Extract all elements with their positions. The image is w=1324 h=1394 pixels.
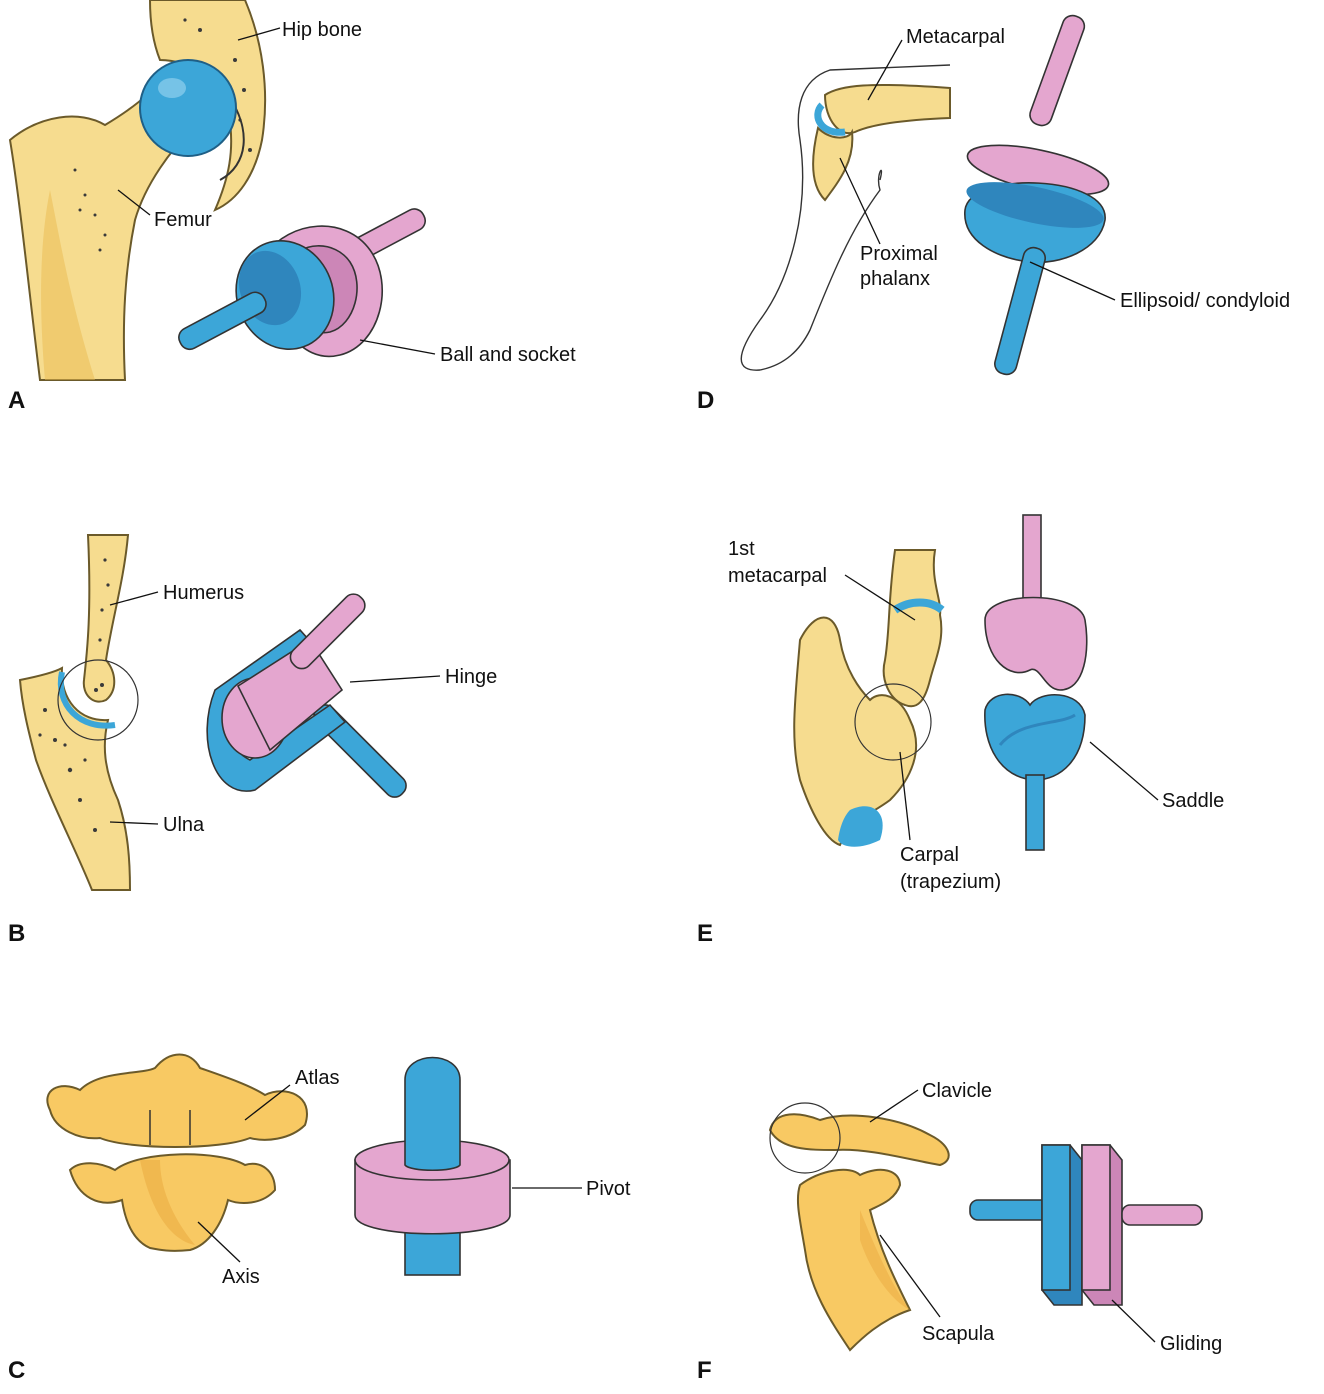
panel-c: Atlas Axis Pivot C (8, 1055, 631, 1385)
label-pivot: Pivot (586, 1178, 631, 1200)
label-ulna: Ulna (163, 814, 205, 836)
label-humerus: Humerus (163, 582, 244, 604)
label-scapula: Scapula (922, 1323, 995, 1345)
label-carpal-line2: (trapezium) (900, 871, 1001, 893)
panel-letter-c: C (8, 1357, 25, 1384)
clavicle-illustration (770, 1114, 949, 1165)
panel-e: 1st metacarpal Carpal (trapezium) Saddle… (697, 515, 1224, 947)
label-1st-metacarpal-line1: 1st (728, 538, 755, 560)
axis-illustration (70, 1154, 275, 1251)
atlas-illustration (47, 1055, 307, 1148)
scapula-illustration (798, 1170, 910, 1350)
label-1st-metacarpal-line2: metacarpal (728, 565, 827, 587)
femoral-head-cartilage (140, 60, 236, 156)
label-saddle: Saddle (1162, 790, 1224, 812)
saddle-model (985, 515, 1087, 850)
label-axis: Axis (222, 1266, 260, 1288)
panel-f: Clavicle Scapula Gliding F (697, 1080, 1222, 1384)
label-hip-bone: Hip bone (282, 19, 362, 41)
label-hinge: Hinge (445, 666, 497, 688)
label-femur: Femur (154, 209, 212, 231)
gliding-model (970, 1145, 1202, 1305)
ellipsoid-model (963, 13, 1113, 377)
label-carpal-line1: Carpal (900, 844, 959, 866)
panel-a: Hip bone Femur Ball and socket A (8, 0, 576, 414)
label-proximal-phalanx-line2: phalanx (860, 268, 930, 290)
panel-b: Humerus Ulna Hinge B (8, 535, 497, 947)
label-proximal-phalanx-line1: Proximal (860, 243, 938, 265)
label-clavicle: Clavicle (922, 1080, 992, 1102)
ulna-illustration (20, 668, 130, 890)
pivot-model (355, 1058, 510, 1276)
ball-and-socket-model (175, 205, 428, 363)
panel-letter-e: E (697, 920, 713, 947)
label-gliding: Gliding (1160, 1333, 1222, 1355)
first-metacarpal-illustration (884, 550, 942, 706)
label-ball-and-socket: Ball and socket (440, 344, 576, 366)
hinge-model (207, 590, 410, 801)
label-atlas: Atlas (295, 1067, 339, 1089)
panel-d: Metacarpal Proximal phalanx Ellipsoid/ c… (697, 13, 1290, 414)
panel-letter-a: A (8, 387, 25, 414)
label-metacarpal: Metacarpal (906, 26, 1005, 48)
panel-letter-d: D (697, 387, 714, 414)
panel-letter-f: F (697, 1357, 712, 1384)
panel-letter-b: B (8, 920, 25, 947)
label-ellipsoid-condyloid: Ellipsoid/ condyloid (1120, 290, 1290, 312)
